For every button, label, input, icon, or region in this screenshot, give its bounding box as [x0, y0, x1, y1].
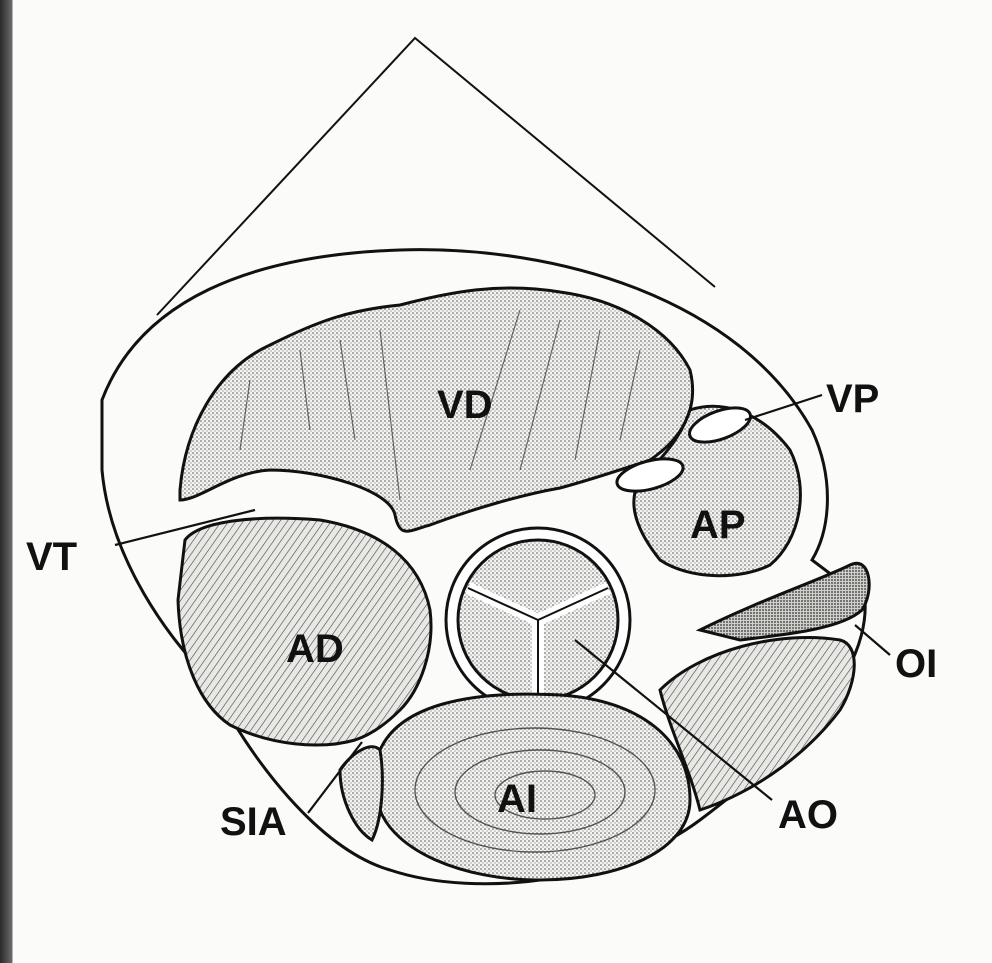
label-vp: VP [826, 377, 879, 421]
label-sia: SIA [220, 800, 287, 844]
label-oi: OI [895, 642, 937, 686]
sector-outline [157, 38, 715, 315]
label-ap: AP [690, 503, 746, 547]
label-vd: VD [437, 383, 493, 427]
label-ai: AI [497, 777, 537, 821]
label-ad: AD [286, 627, 344, 671]
interatrial-septum [340, 747, 382, 840]
label-ao: AO [778, 793, 838, 837]
label-vt: VT [26, 535, 77, 579]
